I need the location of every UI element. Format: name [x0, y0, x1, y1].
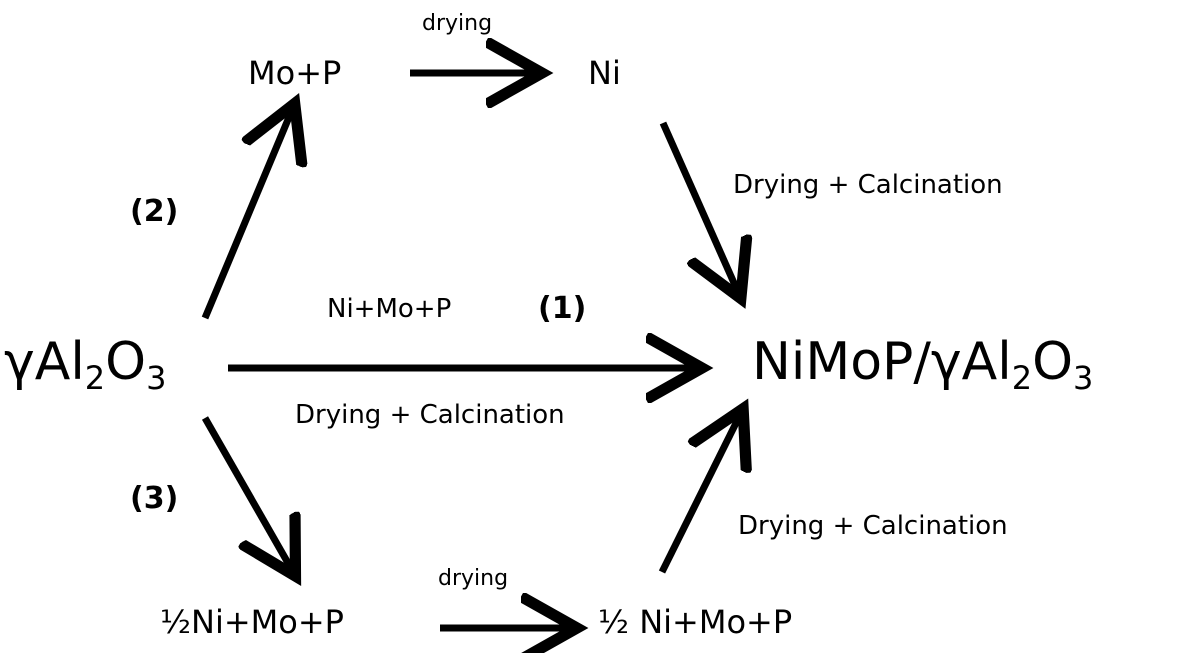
- product-formula-main: NiMoP/γAl: [752, 332, 1012, 392]
- route3-drying-label: drying: [438, 566, 509, 591]
- product-formula-subscript-1: 2: [1011, 359, 1033, 397]
- route2-condition-label: Drying + Calcination: [733, 170, 1003, 200]
- support-formula-main: γAl: [4, 332, 85, 392]
- route1-reagents-label: Ni+Mo+P: [327, 294, 452, 324]
- support-formula-subscript-2: 3: [146, 359, 167, 397]
- arrow-halfni-to-product: [658, 415, 740, 574]
- product-label: NiMoP/γAl2O3: [752, 336, 1093, 394]
- support-formula-subscript-1: 2: [84, 359, 106, 397]
- support-formula-middle: O: [105, 332, 147, 392]
- support-label: γAl2O3: [4, 336, 166, 394]
- route2-drying-label: drying: [422, 11, 493, 36]
- route2-first-impregnation: Mo+P: [248, 54, 342, 92]
- route2-number: (2): [130, 194, 179, 229]
- arrow-support-to-mop: [201, 110, 292, 320]
- product-formula-middle: O: [1032, 332, 1073, 392]
- route3-first-impregnation: ½Ni+Mo+P: [160, 603, 344, 641]
- route1-number: (1): [538, 291, 587, 326]
- product-formula-subscript-2: 3: [1073, 359, 1094, 397]
- arrow-support-to-halfni: [201, 416, 292, 570]
- route3-second-impregnation: ½ Ni+Mo+P: [598, 603, 793, 641]
- route2-second-impregnation: Ni: [588, 54, 621, 92]
- route1-condition-label: Drying + Calcination: [295, 400, 565, 430]
- arrow-ni-to-product: [659, 121, 738, 292]
- route3-condition-label: Drying + Calcination: [738, 511, 1008, 541]
- route3-number: (3): [130, 481, 179, 516]
